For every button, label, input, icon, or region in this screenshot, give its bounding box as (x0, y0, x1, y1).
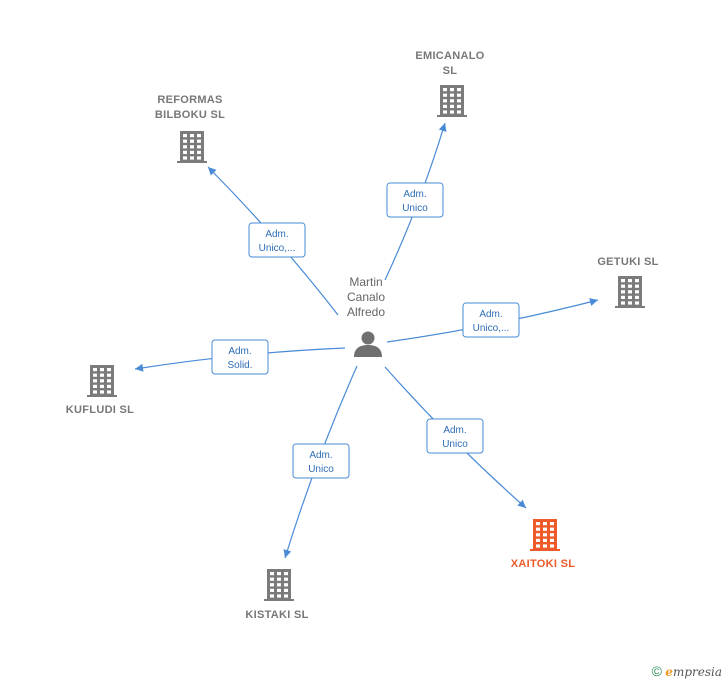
building-icon-reformas-bilboku[interactable] (177, 131, 207, 163)
role-label: Adm. (309, 450, 332, 461)
role-label: Unico,... (259, 243, 296, 254)
role-label: Adm. (265, 229, 288, 240)
role-label: Unico,... (473, 323, 510, 334)
company-name-line: REFORMAS (157, 94, 222, 106)
role-box-getuki[interactable]: Adm. Unico,... (462, 302, 520, 338)
role-label: Solid. (227, 360, 252, 371)
role-label: Unico (442, 439, 468, 450)
building-icon-kufludi[interactable] (87, 365, 117, 397)
company-label-xaitoki[interactable]: XAITOKI SL (511, 558, 576, 570)
role-box-xaitoki[interactable]: Adm. Unico (426, 418, 484, 454)
company-name-line: GETUKI SL (597, 256, 658, 268)
building-icon-emicanalo[interactable] (437, 85, 467, 117)
building-icon-kistaki[interactable] (264, 569, 294, 601)
role-label: Unico (402, 203, 428, 214)
company-name-line: SL (443, 65, 458, 77)
role-label: Adm. (443, 425, 466, 436)
company-name-line: BILBOKU SL (155, 109, 225, 121)
role-box-reformas-bilboku[interactable]: Adm. Unico,... (248, 222, 306, 258)
copyright-icon: © (651, 663, 662, 679)
role-label: Adm. (479, 309, 502, 320)
footer-brand[interactable]: © empresia (652, 663, 722, 679)
company-name-line: KISTAKI SL (245, 609, 308, 621)
building-icon-getuki[interactable] (615, 276, 645, 308)
building-icon-xaitoki[interactable] (530, 519, 560, 551)
role-label: Unico (308, 464, 334, 475)
company-name-line: XAITOKI SL (511, 558, 576, 570)
person-name-line: Canalo (347, 290, 385, 304)
role-label: Adm. (403, 189, 426, 200)
company-name-line: KUFLUDI SL (66, 404, 134, 416)
company-name-line: EMICANALO (415, 50, 484, 62)
role-box-kistaki[interactable]: Adm. Unico (292, 443, 350, 479)
company-label-kistaki[interactable]: KISTAKI SL (245, 609, 308, 621)
role-box-kufludi[interactable]: Adm. Solid. (211, 339, 269, 375)
company-label-reformas-bilboku[interactable]: REFORMAS BILBOKU SL (155, 94, 225, 121)
person-name-line: Martin (349, 275, 382, 289)
company-label-emicanalo[interactable]: EMICANALO SL (415, 50, 484, 77)
person-icon (354, 331, 382, 357)
brand-logo: empresia (665, 665, 722, 679)
company-label-getuki[interactable]: GETUKI SL (597, 256, 658, 268)
role-box-emicanalo[interactable]: Adm. Unico (386, 182, 444, 218)
role-label: Adm. (228, 346, 251, 357)
company-label-kufludi[interactable]: KUFLUDI SL (66, 404, 134, 416)
person-name-line: Alfredo (347, 305, 385, 319)
